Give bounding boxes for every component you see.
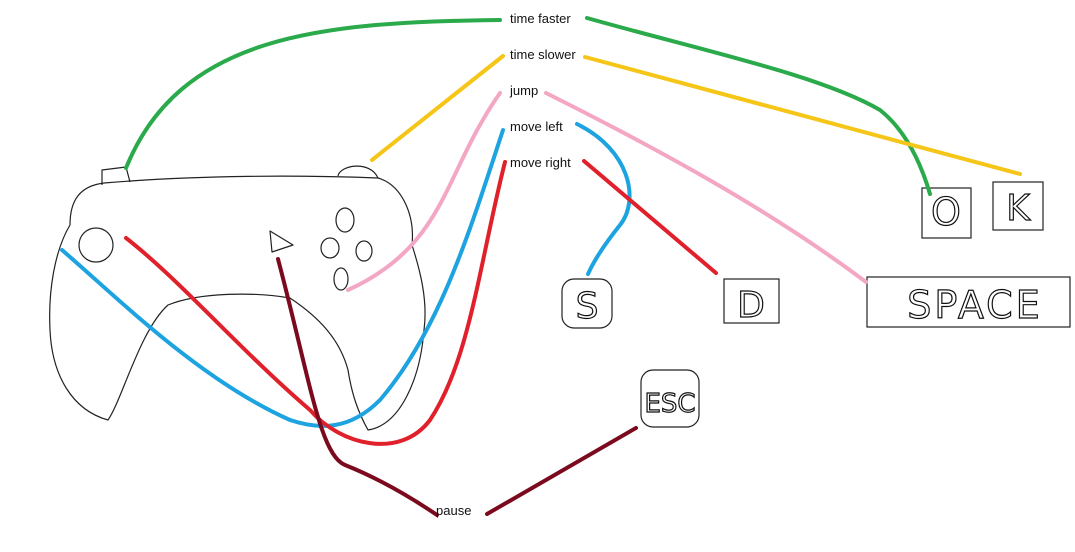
key-o: O xyxy=(921,187,972,239)
key-space: SPACE xyxy=(866,276,1071,328)
connector-move-left-key xyxy=(575,122,632,276)
connector-time-faster-controller xyxy=(124,18,502,170)
connector-pause-controller xyxy=(276,257,439,517)
gamepad-icon xyxy=(49,165,426,431)
connector-jump-controller xyxy=(346,91,502,292)
svg-text:ESC: ESC xyxy=(644,389,695,419)
connector-move-right-controller xyxy=(124,160,507,446)
label-time-faster: time faster xyxy=(510,11,571,26)
connector-time-slower-controller xyxy=(370,54,505,162)
button-left xyxy=(320,237,340,259)
button-bottom xyxy=(333,267,349,291)
button-top xyxy=(335,207,355,233)
connector-move-right-key xyxy=(582,159,718,275)
connector-pause-key xyxy=(485,426,638,516)
label-jump: jump xyxy=(510,83,539,98)
svg-text:S: S xyxy=(576,286,599,327)
svg-text:D: D xyxy=(737,285,765,326)
left-bumper xyxy=(101,166,131,185)
label-pause: pause xyxy=(436,503,472,518)
key-d: D xyxy=(723,278,780,327)
left-thumbstick xyxy=(78,227,114,263)
key-esc: ESC xyxy=(640,369,700,428)
label-time-slower: time slower xyxy=(510,47,576,62)
controller-body xyxy=(49,175,426,431)
button-right xyxy=(355,240,373,262)
key-s: S xyxy=(561,278,613,329)
connector-jump-key xyxy=(544,91,868,284)
svg-text:O: O xyxy=(931,190,961,234)
right-bumper xyxy=(337,165,379,179)
svg-text:SPACE: SPACE xyxy=(907,283,1042,327)
label-move-left: move left xyxy=(510,119,563,134)
label-move-right: move right xyxy=(510,155,571,170)
start-button xyxy=(269,230,294,253)
connector-time-slower-key xyxy=(583,55,1022,176)
connector-time-faster-key xyxy=(585,16,932,196)
svg-text:K: K xyxy=(1006,188,1031,229)
key-k: K xyxy=(992,181,1044,231)
connector-move-left-controller xyxy=(60,128,505,428)
